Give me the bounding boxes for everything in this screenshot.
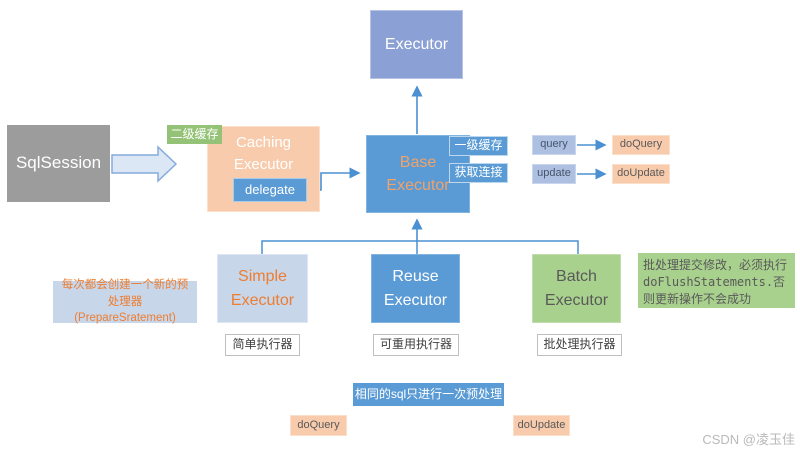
caption-simple-label: 简单执行器 xyxy=(232,337,293,352)
note-simple-executor: 每次都会创建一个新的预处理器(PrepareSratement) xyxy=(53,279,197,324)
get-connection-label: 获取连接 xyxy=(454,165,503,180)
node-simple-executor: Simple Executor xyxy=(217,254,308,323)
bottom-do-update-label: doUpdate xyxy=(517,418,566,431)
first-level-cache-label: 一级缓存 xyxy=(454,138,503,153)
connector-executors-tree xyxy=(261,240,579,254)
reuse-executor-line1: Reuse xyxy=(392,268,439,286)
reuse-executor-line2: Executor xyxy=(383,291,448,309)
note-batch-executor: 批处理提交修改，必须执行doFlushStatements.否则更新操作不会成功 xyxy=(638,253,795,308)
node-batch-executor: Batch Executor xyxy=(532,254,621,323)
caption-batch-label: 批处理执行器 xyxy=(543,337,616,352)
chip-bottom-do-query: doQuery xyxy=(290,415,347,436)
bottom-do-query-label: doQuery xyxy=(297,418,340,431)
block-arrow-sqlsession-to-caching xyxy=(111,145,178,183)
caching-executor-line1: Caching xyxy=(235,134,292,151)
simple-executor-line1: Simple xyxy=(238,268,287,286)
chip-update: update xyxy=(532,164,576,184)
caching-executor-line2: Executor xyxy=(233,155,294,173)
chip-do-update: doUpdate xyxy=(612,164,670,184)
do-query-label: doQuery xyxy=(619,138,663,151)
node-executor-label: Executor xyxy=(384,35,449,53)
node-reuse-executor: Reuse Executor xyxy=(371,254,460,323)
note-reuse-text: 相同的sql只进行一次预处理 xyxy=(354,386,503,401)
watermark-text: CSDN @凌玉佳 xyxy=(702,432,795,447)
node-caching-executor: Caching Executor delegate xyxy=(207,126,320,212)
tag-first-level-cache: 一级缓存 xyxy=(449,136,508,156)
csdn-watermark: CSDN @凌玉佳 xyxy=(640,429,795,448)
node-sqlsession-label: SqlSession xyxy=(15,153,102,173)
chip-query: query xyxy=(532,135,576,155)
caption-reuse-executor: 可重用执行器 xyxy=(373,334,459,356)
tag-get-connection: 获取连接 xyxy=(449,163,508,183)
base-executor-line1: Base xyxy=(399,153,437,171)
node-delegate: delegate xyxy=(233,178,307,202)
simple-executor-line2: Executor xyxy=(230,291,295,309)
base-executor-line2: Executor xyxy=(386,177,450,194)
batch-executor-line1: Batch xyxy=(556,268,597,286)
caption-batch-executor: 批处理执行器 xyxy=(537,334,622,356)
second-level-cache-label: 二级缓存 xyxy=(170,126,219,141)
do-update-label: doUpdate xyxy=(617,167,665,180)
note-reuse-executor: 相同的sql只进行一次预处理 xyxy=(353,383,504,406)
caption-simple-executor: 简单执行器 xyxy=(225,334,300,356)
node-sqlsession: SqlSession xyxy=(7,125,110,202)
note-batch-text: 批处理提交修改，必须执行doFlushStatements.否则更新操作不会成功 xyxy=(643,258,788,306)
batch-executor-line2: Executor xyxy=(544,291,609,309)
note-simple-text: 每次都会创建一个新的预处理器(PrepareSratement) xyxy=(61,279,189,325)
update-label: update xyxy=(537,167,571,180)
delegate-label: delegate xyxy=(245,181,295,197)
chip-bottom-do-update: doUpdate xyxy=(513,415,570,436)
chip-do-query: doQuery xyxy=(612,135,670,155)
query-label: query xyxy=(540,138,568,151)
tag-second-level-cache: 二级缓存 xyxy=(167,125,222,144)
caption-reuse-label: 可重用执行器 xyxy=(379,337,452,352)
node-executor: Executor xyxy=(370,10,463,79)
